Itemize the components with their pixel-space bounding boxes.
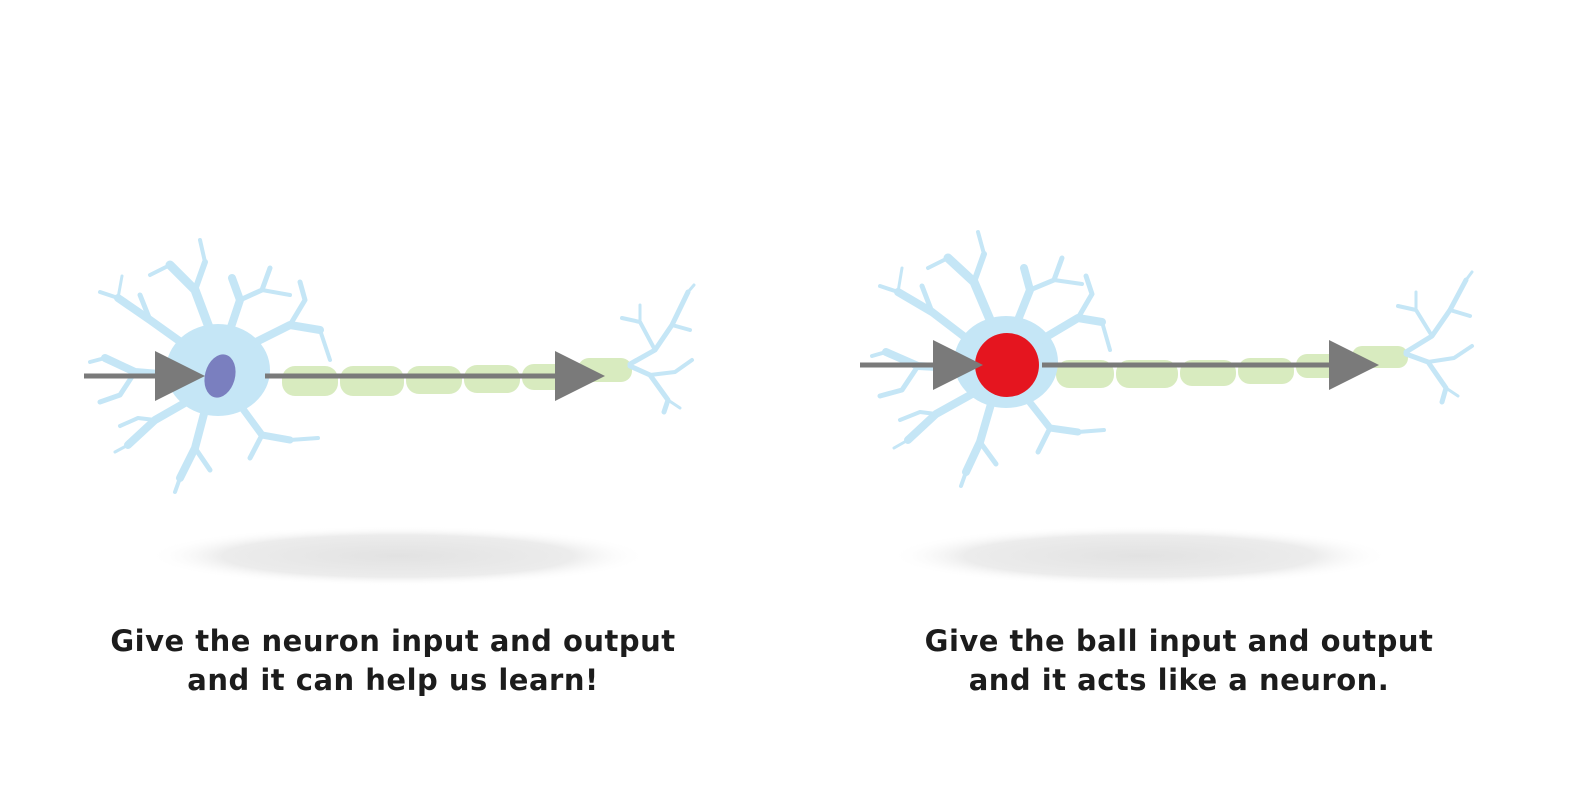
caption-line-1: Give the ball input and output — [924, 624, 1434, 658]
neuron-illustration — [84, 238, 696, 586]
axon-terminal — [620, 283, 696, 415]
panel-ball: Give the ball input and output and it ac… — [786, 0, 1572, 800]
caption-line-2: and it acts like a neuron. — [968, 663, 1390, 697]
ground-shadow — [890, 526, 1390, 586]
caption-neuron: Give the neuron input and output and it … — [0, 622, 786, 700]
panel-neuron: Give the neuron input and output and it … — [0, 238, 786, 700]
caption-ball: Give the ball input and output and it ac… — [786, 622, 1572, 700]
caption-line-2: and it can help us learn! — [187, 663, 599, 697]
nucleus — [204, 354, 236, 398]
caption-line-1: Give the neuron input and output — [110, 624, 676, 658]
axon-terminal — [1396, 270, 1474, 405]
ground-shadow — [148, 526, 648, 586]
red-ball — [975, 333, 1039, 397]
ball-neuron-illustration — [860, 230, 1474, 586]
